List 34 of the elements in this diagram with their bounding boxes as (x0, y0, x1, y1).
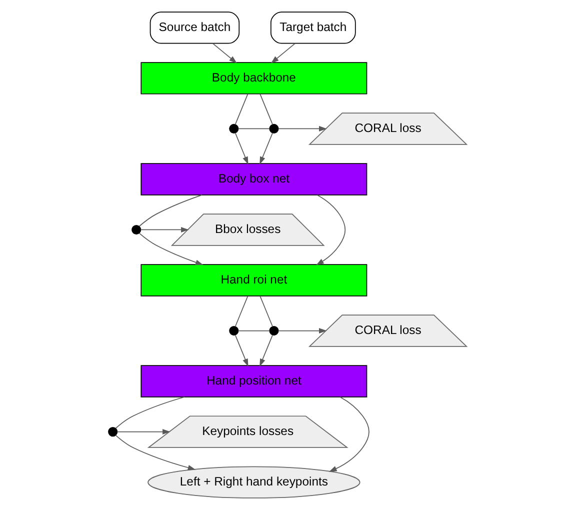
node-box: Hand position net (140, 365, 367, 398)
node-box: Target batch (270, 12, 356, 44)
node-box: Source batch (149, 12, 240, 44)
arrow (140, 227, 188, 232)
node-box: Hand roi net (140, 264, 367, 296)
connector (138, 194, 202, 227)
arrow (270, 43, 295, 64)
arrow (259, 132, 272, 165)
arrow (234, 334, 248, 367)
connector (259, 296, 273, 328)
node-circle (268, 326, 278, 336)
arrow (316, 194, 346, 266)
node-box: Body backbone (140, 62, 367, 94)
node-circle (268, 124, 278, 134)
arrow (259, 334, 272, 367)
node-circle (131, 224, 141, 235)
node-circle (228, 326, 238, 336)
arrow (234, 132, 248, 165)
arrow (278, 328, 326, 334)
arrow (114, 434, 196, 470)
connector (234, 296, 248, 328)
node-circle (108, 427, 118, 437)
node-circle (228, 124, 238, 134)
arrow (138, 232, 203, 265)
connector (237, 330, 270, 332)
node-box: Body box net (140, 163, 367, 196)
arrow (116, 429, 170, 435)
connector (234, 94, 248, 125)
arrow (212, 43, 236, 64)
connector (237, 128, 270, 130)
connector (259, 94, 273, 125)
arrow (328, 396, 369, 472)
arrow (278, 126, 326, 132)
connector (114, 396, 184, 429)
